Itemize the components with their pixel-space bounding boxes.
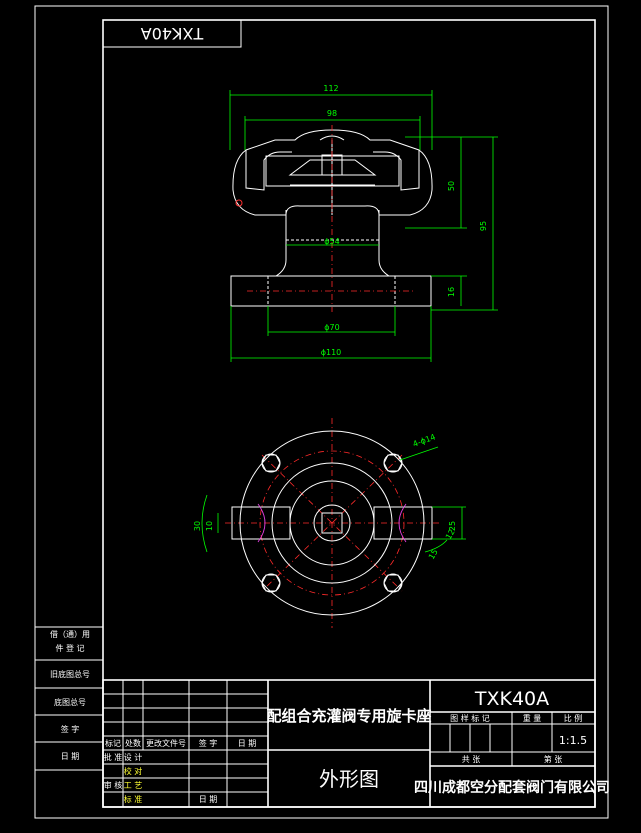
side-row2: 旧底图总号 (50, 669, 90, 679)
design-label: 设 计 (124, 752, 143, 762)
side-row3: 底图总号 (54, 697, 86, 707)
title-block: 标记 处数 更改文件号 签 字 日 期 设 计 校 对 工 艺 标 准 审 核 … (102, 679, 610, 808)
drawing-code: TXK40A (474, 688, 549, 710)
stage-mark-label: 图 样 标 记 (450, 713, 490, 723)
side-block: 借（通）用 件 登 记 旧底图总号 底图总号 签 字 日 期 (35, 626, 103, 771)
check-label: 标 准 (124, 794, 143, 804)
bolt-holes (261, 453, 403, 593)
side-row1a: 借（通）用 (50, 629, 90, 639)
date-label: 日 期 (199, 795, 218, 804)
dim-25: 25 (448, 521, 457, 531)
drawing-title: 配组合充灌阀专用旋卡座 (266, 707, 431, 725)
audit-label: 审 核 (104, 780, 123, 790)
col-count: 处数 (125, 738, 141, 748)
col-mark: 标记 (105, 738, 121, 748)
side-row1b: 件 登 记 (55, 643, 84, 653)
top-view: 4-ϕ14 30 10 25 12 15 (193, 418, 466, 628)
mirrored-code: TXK40A (141, 24, 205, 43)
dim-phi70: ϕ70 (324, 323, 339, 332)
view-name: 外形图 (319, 767, 379, 791)
dim-10: 10 (205, 521, 214, 531)
dim-16: 16 (447, 287, 456, 297)
dim-95: 95 (479, 221, 488, 231)
side-row5: 日 期 (61, 752, 80, 761)
scale-label: 比 例 (564, 713, 583, 723)
approve-label: 批 准 (104, 752, 123, 762)
col-sign: 签 字 (199, 738, 218, 748)
process-label: 工 艺 (124, 781, 143, 790)
dim-phi110: ϕ110 (321, 348, 342, 357)
side-row4: 签 字 (61, 724, 80, 734)
dim-98: 98 (327, 109, 337, 118)
dim-holes: 4-ϕ14 (412, 432, 437, 448)
scale-value: 1:1.5 (559, 734, 587, 747)
sheets-total: 共 张 (462, 755, 481, 764)
dim-12: 12 (444, 528, 457, 541)
dim-50: 50 (447, 181, 456, 191)
weight-label: 重 量 (523, 713, 542, 723)
mirrored-code-box (102, 19, 242, 48)
col-date: 日 期 (238, 739, 257, 748)
sheet-no: 第 张 (544, 754, 563, 764)
dim-15: 15 (427, 548, 440, 561)
dim-30: 30 (193, 521, 202, 531)
review-label: 校 对 (124, 766, 143, 776)
dim-112: 112 (323, 84, 338, 93)
front-view: 112 98 50 95 16 ϕ54 ϕ70 ϕ110 (229, 84, 498, 362)
col-doc: 更改文件号 (146, 738, 186, 748)
dim-phi54: ϕ54 (324, 237, 339, 246)
company-name: 四川成都空分配套阀门有限公司 (414, 779, 610, 796)
